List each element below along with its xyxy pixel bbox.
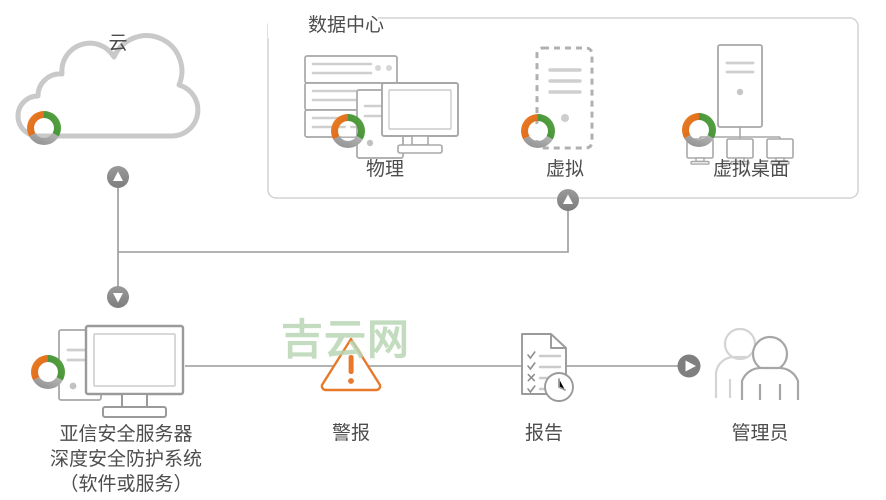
virtual-desktop-logo-badge <box>682 113 716 147</box>
cloud-logo-badge <box>27 111 61 145</box>
node-label-alert: 警报 <box>331 423 370 444</box>
virtual-machine-logo-badge <box>521 114 555 148</box>
arrow-down-circle-icon-server <box>107 286 129 308</box>
cloud-label: 云 <box>108 33 128 54</box>
node-label-virtual: 虚拟 <box>545 159 584 180</box>
node-label-physical: 物理 <box>365 159 404 180</box>
node-label-report: 报告 <box>524 423 563 444</box>
cloud-icon <box>15 33 201 139</box>
physical-server-icon <box>304 55 459 159</box>
arrow-up-circle-icon-cloud <box>107 166 129 188</box>
security-server-icon <box>58 324 185 418</box>
security-server-logo-badge <box>31 355 65 389</box>
node-label-administrator: 管理员 <box>731 423 789 444</box>
datacenter-panel-label: 数据中心 <box>268 14 384 38</box>
alert-warning-icon <box>320 337 382 392</box>
node-label-virtual-desktop: 虚拟桌面 <box>712 159 789 180</box>
node-label-security-server: 亚信安全服务器 深度安全防护系统 （软件或服务） <box>49 424 202 495</box>
arrow-up-circle-icon-datacenter <box>557 189 579 211</box>
virtual-machine-icon <box>535 46 594 150</box>
play-circle-icon <box>677 354 701 378</box>
connector-lines <box>117 177 678 367</box>
report-document-icon <box>521 333 574 402</box>
physical-server-logo-badge <box>331 114 365 148</box>
administrators-icon <box>714 327 800 400</box>
